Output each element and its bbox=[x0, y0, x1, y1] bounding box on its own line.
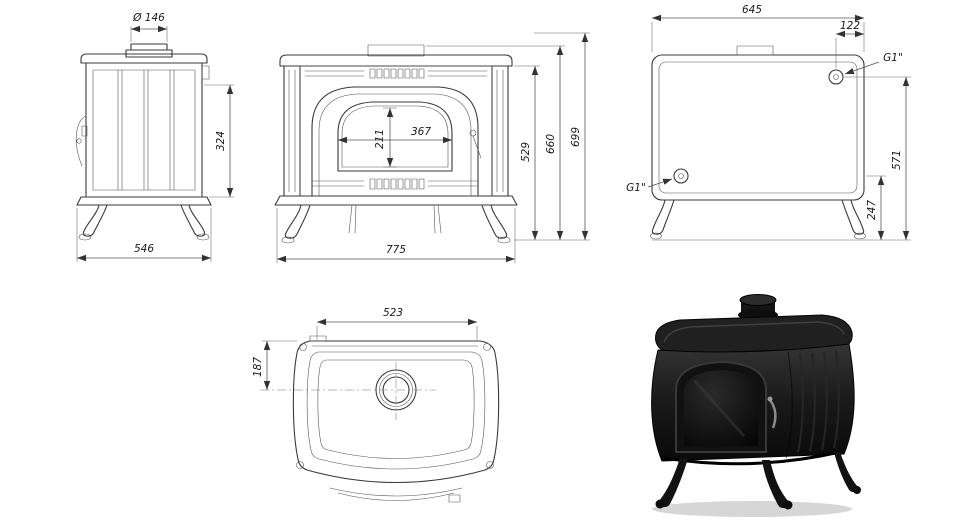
product-photo bbox=[651, 294, 861, 517]
stove-leg-right bbox=[762, 460, 791, 509]
dim-571: 571 bbox=[844, 76, 911, 240]
dim-523: 523 bbox=[316, 307, 478, 340]
stove-side-ribs bbox=[797, 349, 840, 453]
top-plate bbox=[80, 53, 208, 64]
dim-660: 660 bbox=[426, 45, 565, 240]
side-panel-ribs bbox=[117, 69, 175, 191]
front-leg bbox=[82, 204, 108, 237]
dim-247: 247 bbox=[866, 175, 886, 240]
dim-label-645: 645 bbox=[742, 4, 762, 16]
front-view: 211 367 775 529 660 699 bbox=[274, 32, 590, 263]
dim-324: 324 bbox=[204, 84, 234, 198]
door-arch-outer bbox=[311, 86, 479, 197]
rear-body bbox=[651, 54, 865, 201]
top-view: 523 187 bbox=[252, 307, 500, 503]
dim-187: 187 bbox=[252, 340, 297, 390]
right-column bbox=[491, 65, 509, 197]
label-bottom-fitting: G1" bbox=[626, 182, 646, 194]
stove-leg-left bbox=[658, 458, 688, 508]
bottom-grille bbox=[369, 178, 425, 190]
dim-label-187: 187 bbox=[252, 357, 264, 377]
front-right-leg bbox=[481, 204, 508, 239]
dim-label-flue-diameter: Ø 146 bbox=[132, 12, 165, 24]
stove-glass bbox=[684, 370, 758, 446]
top-plate-front bbox=[279, 54, 513, 67]
side-view: Ø 146 324 546 bbox=[75, 12, 234, 262]
front-left-leg bbox=[284, 204, 311, 239]
dim-529: 529 bbox=[514, 65, 590, 241]
stove-handle bbox=[768, 399, 777, 429]
dim-699: 699 bbox=[534, 32, 590, 240]
door-glass bbox=[337, 101, 453, 172]
rear-right-leg bbox=[841, 199, 865, 235]
base-plate bbox=[76, 196, 212, 206]
rear-stub bbox=[201, 65, 210, 80]
dim-645: 645 bbox=[651, 4, 865, 52]
front-apron bbox=[329, 487, 463, 501]
stove-shadow bbox=[652, 501, 852, 517]
dim-122: 122 bbox=[835, 20, 864, 68]
base-plate-front bbox=[274, 195, 518, 206]
flue-collar bbox=[130, 43, 168, 51]
centerlines bbox=[260, 362, 436, 420]
dim-label-529: 529 bbox=[520, 142, 532, 162]
stove-leg-rear bbox=[834, 452, 860, 493]
flue-stub-rear bbox=[736, 45, 774, 56]
dim-label-122: 122 bbox=[840, 20, 860, 32]
dim-label-775: 775 bbox=[386, 244, 406, 256]
callout-top-fitting: G1" bbox=[844, 52, 903, 75]
top-outline bbox=[292, 340, 500, 484]
dim-label-523: 523 bbox=[383, 307, 403, 319]
callout-bottom-fitting: G1" bbox=[626, 178, 673, 194]
dim-546: 546 bbox=[76, 208, 212, 262]
dim-label-699: 699 bbox=[570, 127, 582, 147]
door-handle-side bbox=[75, 115, 87, 167]
dim-label-247: 247 bbox=[866, 200, 878, 220]
flue-stub-front bbox=[367, 44, 425, 57]
rear-view: 645 122 G1" G1" 571 247 bbox=[626, 4, 911, 241]
left-column bbox=[283, 65, 301, 197]
bottom-fitting bbox=[673, 168, 689, 184]
dim-label-324: 324 bbox=[215, 131, 227, 151]
dim-label-546: 546 bbox=[134, 243, 154, 255]
rear-left-leg bbox=[651, 199, 675, 235]
dim-label-660: 660 bbox=[545, 134, 557, 154]
top-fitting bbox=[828, 69, 844, 85]
dim-367: 367 bbox=[338, 126, 452, 144]
dim-label-367: 367 bbox=[411, 126, 431, 138]
top-grille bbox=[369, 68, 425, 79]
label-top-fitting: G1" bbox=[883, 52, 903, 64]
rear-leg bbox=[180, 204, 206, 237]
dim-775: 775 bbox=[276, 208, 516, 263]
dim-label-211: 211 bbox=[374, 129, 386, 149]
dim-label-571: 571 bbox=[891, 150, 903, 170]
door-handle-front bbox=[472, 135, 482, 159]
dim-flue-diameter: Ø 146 bbox=[130, 12, 168, 42]
dim-211: 211 bbox=[374, 107, 397, 168]
